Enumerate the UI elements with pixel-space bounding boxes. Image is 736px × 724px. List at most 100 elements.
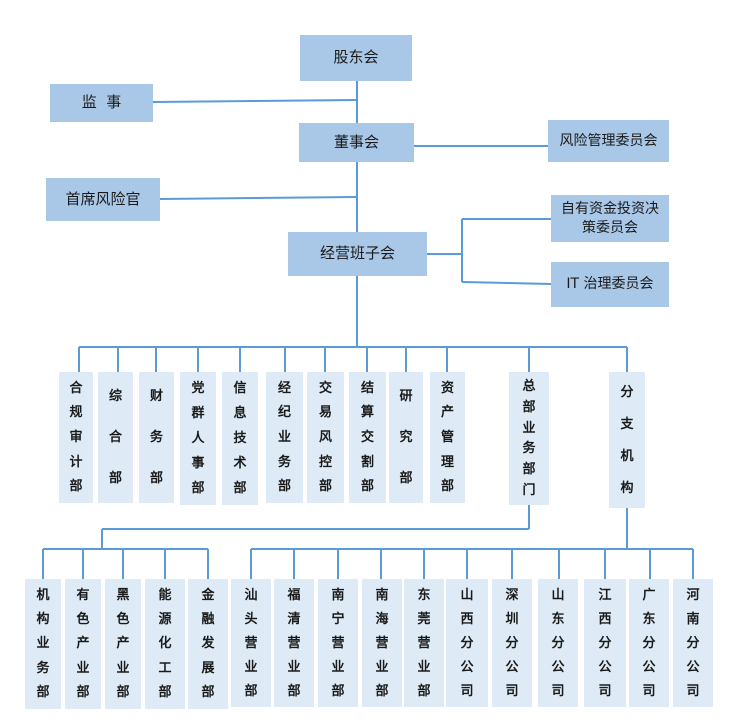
- unit-char: 营: [375, 635, 389, 651]
- unit-char: 理: [440, 454, 454, 470]
- unit-char: 部: [201, 685, 215, 701]
- unit-char: 算: [360, 405, 374, 421]
- risk-committee-box: 风险管理委员会: [548, 120, 669, 162]
- unit-char: 部: [191, 481, 205, 496]
- branch-box-4: 东莞营业部: [404, 579, 444, 707]
- unit-char: 福: [287, 587, 301, 603]
- unit-char: 融: [201, 612, 215, 628]
- unit-char: 部: [158, 685, 172, 701]
- department-box-6: 交易风控部: [307, 372, 344, 503]
- unit-char: 东: [551, 611, 565, 627]
- unit-char: 南: [331, 587, 345, 603]
- department-box-1: 综合部: [98, 372, 133, 503]
- unit-char: 审: [69, 429, 83, 445]
- unit-char: 山: [551, 587, 565, 603]
- unit-char: 部: [116, 685, 130, 701]
- unit-char: 汕: [244, 587, 258, 603]
- unit-char: 分: [505, 635, 519, 651]
- unit-char: 支: [620, 416, 634, 432]
- unit-char: 业: [287, 659, 301, 675]
- unit-char: 分: [551, 635, 565, 651]
- unit-char: 分: [686, 635, 700, 651]
- management-box: 经营班子会: [288, 232, 427, 276]
- unit-char: 江: [598, 587, 612, 603]
- unit-char: 部: [417, 683, 431, 699]
- unit-char: 部: [331, 683, 345, 699]
- unit-char: 交: [360, 429, 374, 445]
- unit-char: 南: [686, 611, 700, 627]
- unit-char: 山: [460, 587, 474, 603]
- branch-box-10: 河南分公司: [673, 579, 713, 707]
- unit-char: 财: [149, 389, 163, 404]
- unit-char: 信: [233, 381, 247, 396]
- unit-char: 风: [318, 429, 332, 445]
- unit-char: 部: [287, 683, 301, 699]
- department-box-11: 分支机构: [609, 372, 645, 508]
- unit-char: 分: [460, 635, 474, 651]
- unit-char: 司: [551, 683, 565, 699]
- unit-char: 割: [360, 454, 374, 470]
- unit-char: 管: [440, 429, 454, 445]
- unit-char: 纪: [277, 405, 291, 421]
- unit-char: 息: [233, 406, 247, 421]
- unit-char: 能: [158, 587, 172, 603]
- unit-char: 产: [440, 405, 454, 421]
- unit-char: 分: [598, 635, 612, 651]
- department-box-0: 合规审计部: [59, 372, 93, 503]
- unit-char: 分: [642, 635, 656, 651]
- unit-char: 规: [69, 405, 83, 421]
- unit-char: 部: [108, 471, 122, 486]
- unit-char: 业: [76, 660, 90, 676]
- unit-char: 营: [287, 635, 301, 651]
- unit-char: 部: [399, 471, 413, 486]
- branch-box-1: 福清营业部: [274, 579, 314, 707]
- unit-char: 营: [331, 635, 345, 651]
- unit-char: 部: [440, 479, 454, 495]
- hq-unit-box-3: 能源化工部: [145, 579, 185, 709]
- unit-char: 群: [191, 406, 205, 421]
- unit-char: 业: [417, 659, 431, 675]
- unit-char: 业: [375, 659, 389, 675]
- unit-char: 务: [36, 660, 50, 676]
- unit-char: 黑: [116, 587, 130, 603]
- branch-box-0: 汕头营业部: [231, 579, 271, 707]
- unit-char: 经: [277, 380, 291, 396]
- board-box: 董事会: [299, 123, 414, 162]
- unit-char: 部: [36, 685, 50, 701]
- unit-char: 部: [69, 479, 83, 495]
- unit-char: 部: [233, 481, 247, 496]
- unit-char: 西: [598, 611, 612, 627]
- department-box-9: 资产管理部: [430, 372, 465, 503]
- unit-char: 部: [318, 479, 332, 495]
- unit-char: 业: [116, 660, 130, 676]
- branch-box-7: 山东分公司: [538, 579, 578, 707]
- department-box-5: 经纪业务部: [266, 372, 303, 503]
- unit-char: 综: [108, 389, 122, 404]
- department-box-10: 总部业务部门: [509, 372, 549, 505]
- unit-char: 莞: [417, 611, 431, 627]
- unit-char: 务: [277, 454, 291, 470]
- department-box-4: 信息技术部: [222, 372, 258, 505]
- unit-char: 头: [244, 611, 258, 627]
- unit-char: 构: [36, 612, 50, 628]
- department-box-8: 研究部: [389, 372, 423, 503]
- unit-char: 结: [360, 380, 374, 396]
- investment-committee-box: 自有资金投资决策委员会: [551, 195, 669, 242]
- unit-char: 司: [598, 683, 612, 699]
- unit-char: 公: [598, 659, 612, 675]
- unit-char: 公: [686, 659, 700, 675]
- unit-char: 营: [244, 635, 258, 651]
- unit-char: 东: [642, 611, 656, 627]
- unit-char: 交: [318, 380, 332, 396]
- unit-char: 深: [505, 587, 519, 603]
- unit-char: 东: [417, 587, 431, 603]
- unit-char: 金: [201, 587, 215, 603]
- unit-char: 部: [522, 462, 536, 478]
- unit-char: 人: [191, 431, 205, 446]
- unit-char: 部: [360, 479, 374, 495]
- unit-char: 河: [686, 587, 700, 603]
- unit-char: 研: [399, 389, 413, 404]
- unit-char: 究: [399, 430, 413, 445]
- unit-char: 发: [201, 636, 215, 652]
- unit-char: 业: [331, 659, 345, 675]
